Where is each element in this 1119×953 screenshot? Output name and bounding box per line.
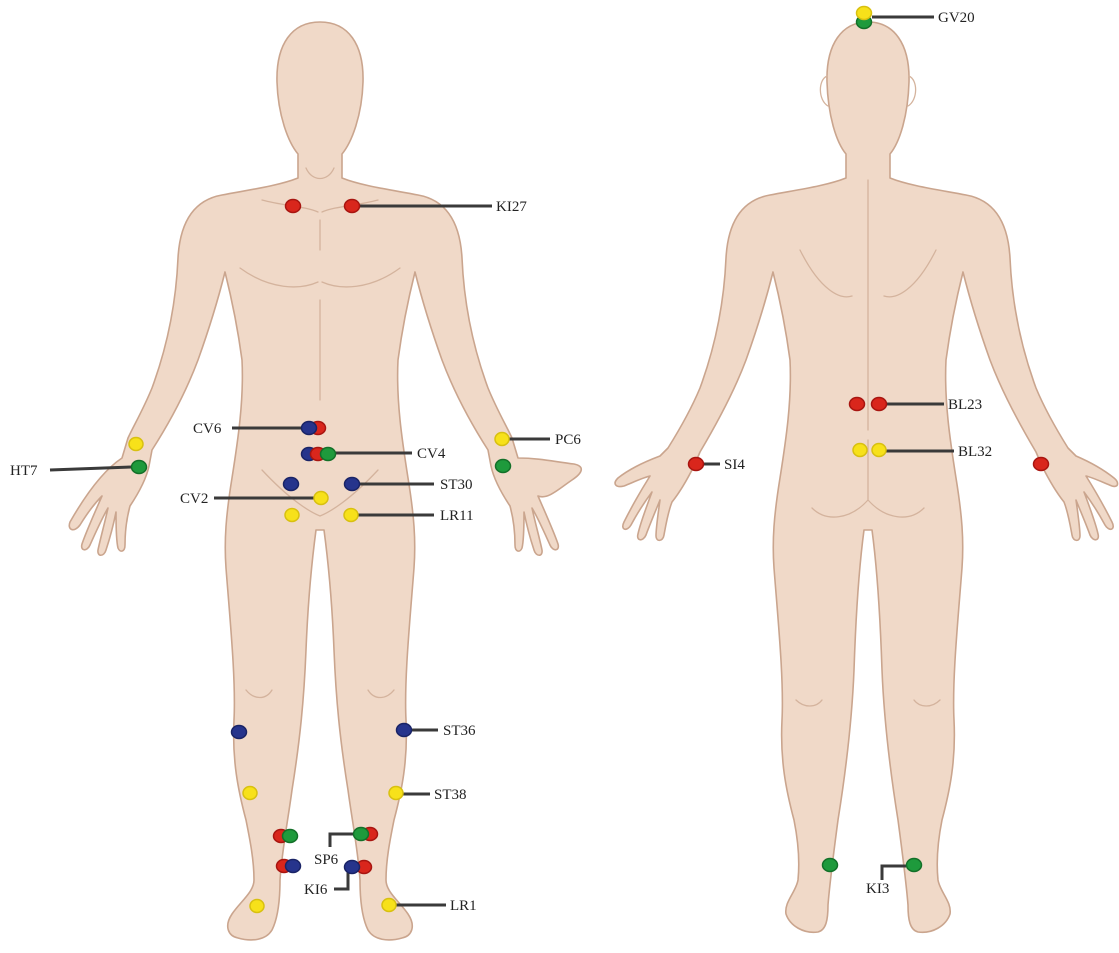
- label-sp6: SP6: [314, 852, 339, 868]
- dot-yellow: [285, 509, 299, 522]
- dot-red: [689, 458, 704, 471]
- dot-yellow: [495, 433, 509, 446]
- label-si4: SI4: [724, 457, 745, 473]
- label-lr11: LR11: [440, 508, 474, 524]
- label-st36: ST36: [443, 723, 476, 739]
- front-view-body: [69, 22, 581, 940]
- dot-yellow: [389, 787, 403, 800]
- label-ki6: KI6: [304, 882, 328, 898]
- dot-blue: [284, 478, 299, 491]
- dot-blue: [232, 726, 247, 739]
- dot-green: [321, 448, 336, 461]
- dot-green: [354, 828, 369, 841]
- label-lr1: LR1: [450, 898, 477, 914]
- label-st30: ST30: [440, 477, 473, 493]
- dot-yellow: [872, 444, 886, 457]
- label-bl23: BL23: [948, 397, 982, 413]
- dot-red: [872, 398, 887, 411]
- label-gv20: GV20: [938, 10, 975, 26]
- dot-yellow: [314, 492, 328, 505]
- dot-blue: [397, 724, 412, 737]
- dot-yellow: [853, 444, 867, 457]
- dot-green: [496, 460, 511, 473]
- label-ki27: KI27: [496, 199, 527, 215]
- label-ht7: HT7: [10, 463, 38, 479]
- dot-blue: [302, 422, 317, 435]
- dot-green: [823, 859, 838, 872]
- dot-yellow: [243, 787, 257, 800]
- dot-red: [286, 200, 301, 213]
- dot-green: [907, 859, 922, 872]
- back-view-body: [615, 22, 1117, 932]
- dot-yellow: [250, 900, 264, 913]
- back-body-silhouette: [615, 22, 1117, 932]
- label-bl32: BL32: [958, 444, 992, 460]
- dot-blue: [345, 861, 360, 874]
- label-st38: ST38: [434, 787, 467, 803]
- dot-red: [345, 200, 360, 213]
- front-body-silhouette: [69, 22, 581, 940]
- dot-blue: [345, 478, 360, 491]
- dot-yellow: [129, 438, 143, 451]
- label-cv2: CV2: [180, 491, 208, 507]
- dot-yellow: [344, 509, 358, 522]
- leader-ki3: [882, 866, 906, 880]
- dot-yellow: [382, 899, 396, 912]
- dot-red: [1034, 458, 1049, 471]
- dot-yellow: [857, 7, 872, 20]
- label-cv6: CV6: [193, 421, 222, 437]
- label-ki3: KI3: [866, 881, 889, 897]
- dot-blue: [286, 860, 301, 873]
- leader-sp6: [330, 834, 354, 847]
- dot-green: [283, 830, 298, 843]
- leader-ki6: [334, 872, 348, 889]
- dot-red: [850, 398, 865, 411]
- label-pc6: PC6: [555, 432, 581, 448]
- dot-green: [132, 461, 147, 474]
- label-cv4: CV4: [417, 446, 446, 462]
